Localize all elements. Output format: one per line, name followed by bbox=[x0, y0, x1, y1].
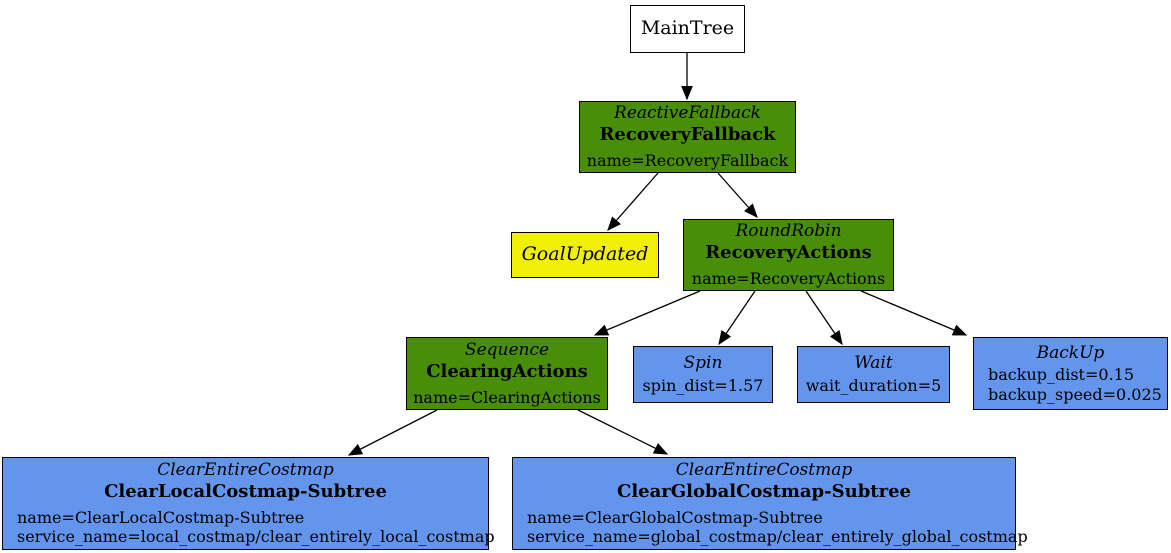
node-attr: name=RecoveryActions bbox=[691, 269, 886, 289]
edge-recoveryactions-spin bbox=[718, 290, 756, 346]
node-maintree: MainTree bbox=[630, 5, 745, 53]
node-name-label: ClearLocalCostmap-Subtree bbox=[104, 480, 387, 502]
edge-recoveryactions-backup bbox=[860, 290, 968, 336]
node-spin: Spin spin_dist=1.57 bbox=[633, 346, 773, 403]
node-type-label: RoundRobin bbox=[735, 221, 842, 242]
edge-clearingactions-clearlocalcostmap bbox=[347, 409, 438, 456]
node-clearing-actions: Sequence ClearingActions name=ClearingAc… bbox=[406, 337, 608, 410]
node-attr: name=ClearGlobalCostmap-Subtree bbox=[527, 507, 823, 527]
node-name-label: RecoveryActions bbox=[705, 242, 872, 264]
edge-clearingactions-clearglobalcostmap bbox=[577, 409, 669, 455]
node-type-label: Sequence bbox=[464, 339, 550, 360]
node-type-label: ReactiveFallback bbox=[614, 103, 761, 124]
node-type-label: ClearEntireCostmap bbox=[157, 460, 334, 481]
node-attr: spin_dist=1.57 bbox=[642, 376, 764, 396]
node-clear-local-costmap: ClearEntireCostmap ClearLocalCostmap-Sub… bbox=[2, 457, 495, 550]
node-name-label: RecoveryFallback bbox=[599, 124, 776, 146]
node-type-label: GoalUpdated bbox=[521, 243, 649, 266]
node-goal-updated: GoalUpdated bbox=[511, 232, 659, 278]
node-type-label: Wait bbox=[854, 353, 893, 374]
node-backup: BackUp backup_dist=0.15 backup_speed=0.0… bbox=[973, 337, 1168, 410]
node-attr: wait_duration=5 bbox=[805, 376, 942, 396]
node-recovery-fallback: ReactiveFallback RecoveryFallback name=R… bbox=[579, 101, 796, 173]
node-attr: backup_speed=0.025 bbox=[988, 384, 1162, 404]
node-wait: Wait wait_duration=5 bbox=[797, 346, 950, 403]
edge-recoveryfallback-recoveryactions bbox=[717, 172, 758, 218]
node-name-label: ClearGlobalCostmap-Subtree bbox=[617, 480, 911, 502]
node-type-label: Spin bbox=[683, 353, 723, 374]
node-attr: name=RecoveryFallback bbox=[586, 151, 789, 171]
node-type-label: BackUp bbox=[1036, 342, 1105, 363]
edge-recoveryactions-wait bbox=[805, 290, 843, 346]
edge-recoveryfallback-goalupdated bbox=[607, 172, 659, 231]
node-attr: name=ClearLocalCostmap-Subtree bbox=[17, 507, 305, 527]
node-attr: backup_dist=0.15 bbox=[988, 365, 1135, 385]
node-clear-global-costmap: ClearEntireCostmap ClearGlobalCostmap-Su… bbox=[512, 457, 1028, 550]
node-attr: name=ClearingActions bbox=[413, 387, 601, 407]
node-type-label: ClearEntireCostmap bbox=[675, 460, 853, 481]
node-recovery-actions: RoundRobin RecoveryActions name=Recovery… bbox=[683, 219, 894, 291]
node-attr: service_name=local_costmap/clear_entirel… bbox=[17, 527, 495, 547]
node-maintree-label: MainTree bbox=[640, 17, 735, 40]
node-attr: service_name=global_costmap/clear_entire… bbox=[527, 527, 1028, 547]
node-name-label: ClearingActions bbox=[426, 360, 588, 382]
edge-recoveryactions-clearingactions bbox=[593, 290, 701, 336]
